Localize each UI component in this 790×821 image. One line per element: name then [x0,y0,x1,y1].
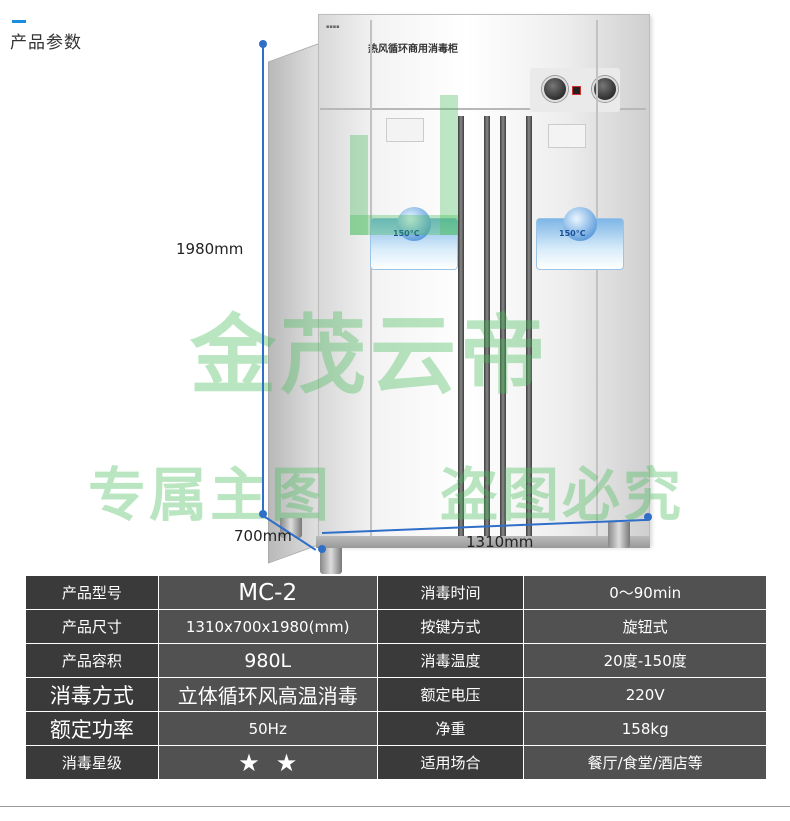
cabinet-base [316,536,650,548]
spec-label: 消毒方式 [25,677,159,712]
door-handle-center-right [500,116,506,536]
cabinet-brand-mark: ▪▪▪▪ [326,24,340,30]
door-handle-left [458,116,464,536]
spec-label: 净重 [376,711,525,746]
star-rating-stars: ★★ [230,749,305,777]
table-row: 消毒星级 ★★ 适用场合 餐厅/食堂/酒店等 [25,745,767,780]
spec-label: 产品尺寸 [25,609,159,644]
star-icon: ★ [238,748,260,777]
spec-label: 产品容积 [25,643,159,678]
bottom-divider [0,806,790,807]
spec-label: 消毒星级 [25,745,159,780]
table-row: 消毒方式 立体循环风高温消毒 额定电压 220V [25,677,767,712]
watermark-no-theft: 盗图必究 [440,461,685,529]
section-title: 产品参数 [10,33,82,53]
watermark-logo [330,95,490,265]
watermark-exclusive: 专属主图 [88,461,333,529]
cabinet-leg-front-left [320,548,342,574]
spec-value: 餐厅/食堂/酒店等 [523,745,767,780]
spec-value: 0～90min [523,575,767,610]
star-icon: ★ [275,748,298,777]
watermark-brand: 金茂云帝 [190,306,550,406]
product-image: ▪▪▪▪ 热风循环商用消毒柜 150°C 150°C [258,12,658,577]
cabinet-control-strip [320,16,646,110]
spec-label: 适用场合 [376,745,525,780]
table-row: 产品容积 980L 消毒温度 20度-150度 [25,643,767,678]
spec-value: 50Hz [157,711,378,746]
spec-label: 按键方式 [376,609,525,644]
cabinet-leg-front-right [608,522,630,548]
spec-label: 消毒温度 [376,643,525,678]
cabinet-leg-back-left [280,518,302,538]
star-rating: ★★ [157,745,378,780]
spec-label: 额定电压 [376,677,525,712]
table-row: 产品尺寸 1310x700x1980(mm) 按键方式 旋钮式 [25,609,767,644]
spec-value: 980L [157,643,378,678]
dimension-dot [259,40,267,48]
cabinet-label: 热风循环商用消毒柜 [368,44,458,55]
title-accent-bar [12,20,26,23]
water-drop-icon [397,207,431,241]
depth-label: 700mm [234,527,292,545]
spec-label: 消毒时间 [376,575,525,610]
door-handle-right [526,116,532,536]
width-label: 1310mm [466,533,534,551]
spec-value: 立体循环风高温消毒 [157,677,378,712]
sterilization-badge-right: 150°C [536,207,624,270]
door-seam-right [596,20,598,540]
spec-value: MC-2 [157,575,378,610]
spec-value: 旋钮式 [523,609,767,644]
table-row: 额定功率 50Hz 净重 158kg [25,711,767,746]
spec-value: 158kg [523,711,767,746]
door-sticker-right [548,124,586,148]
spec-label: 额定功率 [25,711,159,746]
dimension-dot [318,545,326,553]
water-drop-icon [563,207,597,241]
spec-value: 20度-150度 [523,643,767,678]
spec-table: 产品型号 MC-2 消毒时间 0～90min 产品尺寸 1310x700x198… [25,575,767,780]
door-handle-center-left [484,116,490,536]
sterilization-badge-left: 150°C [370,207,458,270]
spec-label: 产品型号 [25,575,159,610]
spec-value: 1310x700x1980(mm) [157,609,378,644]
power-indicator-icon [572,86,581,95]
timer-knob-icon [542,76,568,102]
dimension-dot [259,510,267,518]
spec-value: 220V [523,677,767,712]
door-seam-left [370,20,372,540]
height-dimension-line [262,44,264,514]
door-sticker-left [386,118,424,142]
dimension-dot [644,513,652,521]
height-label: 1980mm [176,240,244,258]
table-row: 产品型号 MC-2 消毒时间 0～90min [25,575,767,610]
